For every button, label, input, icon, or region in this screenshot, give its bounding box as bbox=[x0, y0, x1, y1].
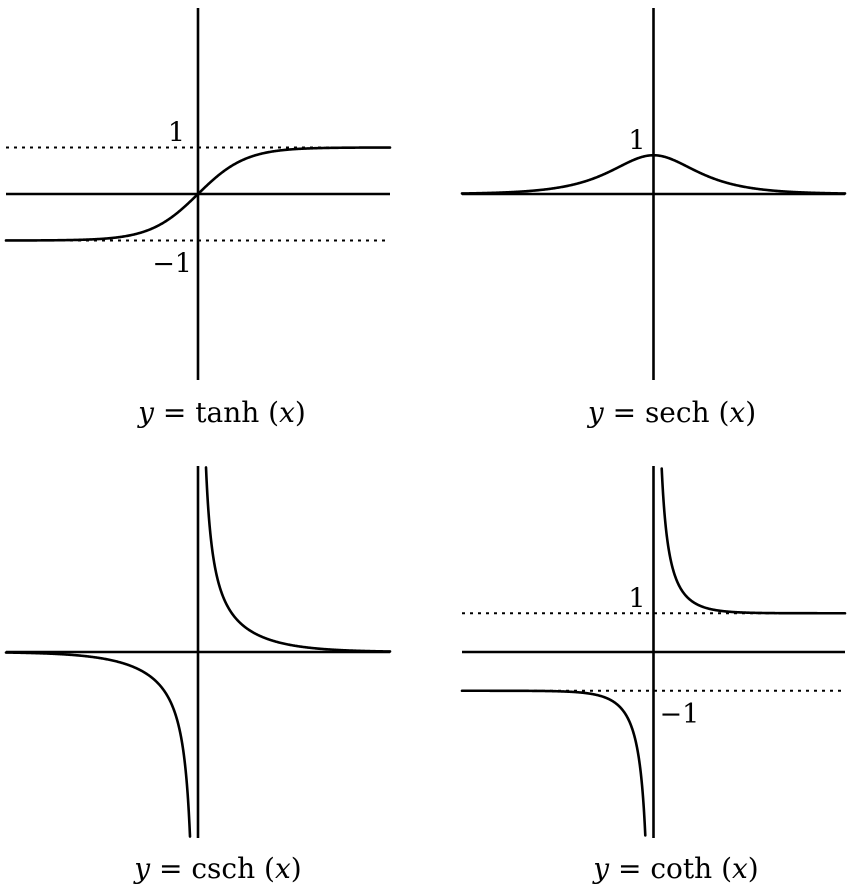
curve-sech bbox=[460, 153, 847, 195]
curve-tanh bbox=[4, 146, 392, 242]
chart-caption: y = coth (x) bbox=[591, 852, 758, 885]
caption-arg: x bbox=[279, 396, 295, 429]
caption-rp: ) bbox=[291, 852, 302, 885]
chart-panel-csch: y = csch (x) bbox=[4, 466, 392, 885]
caption-eq: = bbox=[150, 852, 191, 885]
caption-rp: ) bbox=[748, 852, 759, 885]
curve-csch-left-branch bbox=[4, 651, 192, 838]
tick-label: −1 bbox=[152, 249, 192, 280]
curve-coth-left-branch bbox=[460, 689, 647, 837]
caption-func: csch bbox=[191, 852, 255, 885]
caption-lhs: y bbox=[132, 852, 151, 885]
caption-eq: = bbox=[609, 852, 650, 885]
caption-lp: ( bbox=[710, 396, 730, 429]
caption-rp: ) bbox=[295, 396, 306, 429]
curve-coth-right-branch bbox=[660, 467, 847, 615]
caption-lp: ( bbox=[255, 852, 275, 885]
caption-lp: ( bbox=[259, 396, 279, 429]
caption-lp: ( bbox=[712, 852, 732, 885]
caption-lhs: y bbox=[591, 852, 610, 885]
chart-caption: y = tanh (x) bbox=[136, 396, 306, 429]
caption-arg: x bbox=[732, 852, 748, 885]
chart-caption: y = csch (x) bbox=[132, 852, 301, 885]
tick-label: 1 bbox=[628, 583, 645, 614]
caption-eq: = bbox=[154, 396, 195, 429]
caption-func: tanh bbox=[195, 396, 259, 429]
chart-panel-tanh: 1 −1 y = tanh (x) bbox=[4, 8, 392, 429]
caption-func: coth bbox=[650, 852, 712, 885]
tick-label: 1 bbox=[168, 118, 185, 149]
chart-panel-coth: 1 −1 y = coth (x) bbox=[460, 466, 847, 885]
caption-lhs: y bbox=[586, 396, 605, 429]
caption-arg: x bbox=[729, 396, 745, 429]
caption-arg: x bbox=[275, 852, 291, 885]
tick-label: −1 bbox=[660, 699, 700, 730]
chart-caption: y = sech (x) bbox=[586, 396, 756, 429]
caption-lhs: y bbox=[136, 396, 155, 429]
caption-rp: ) bbox=[745, 396, 756, 429]
curve-csch-right-branch bbox=[204, 466, 392, 653]
tick-label: 1 bbox=[628, 125, 645, 156]
caption-func: sech bbox=[645, 396, 710, 429]
chart-panel-sech: 1 y = sech (x) bbox=[460, 8, 847, 429]
caption-eq: = bbox=[604, 396, 645, 429]
